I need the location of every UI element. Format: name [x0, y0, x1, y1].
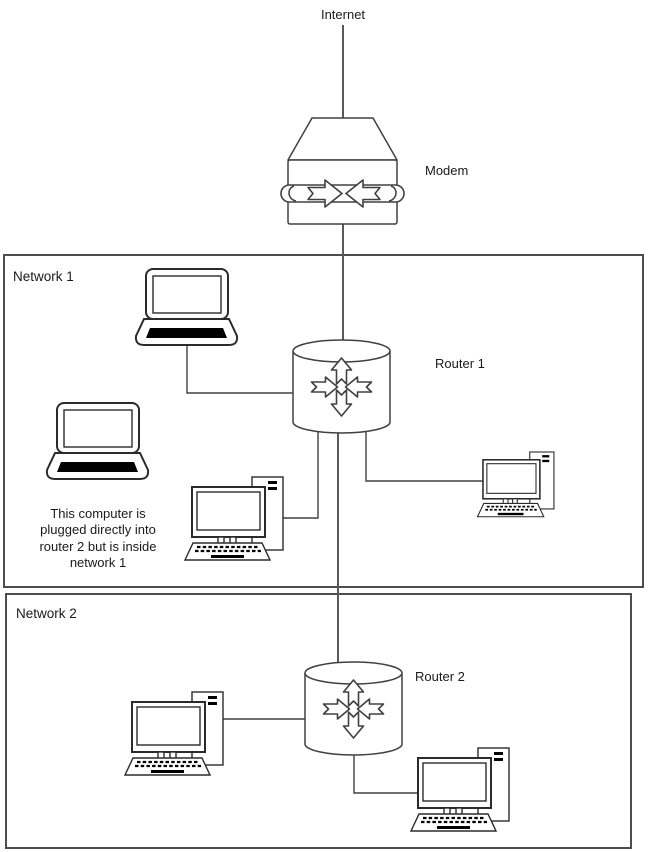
annotation-line: This computer is: [50, 506, 146, 521]
network-2-label: Network 2: [16, 606, 77, 621]
annotation-text: This computer is plugged directly into r…: [39, 506, 156, 570]
annotation-line: router 2 but is inside: [39, 539, 156, 554]
connector-desktop2-router1: [365, 430, 484, 482]
internet-label: Internet: [321, 7, 365, 22]
connector-router2-desktop4: [353, 750, 419, 794]
desktop-1-icon: [183, 475, 285, 562]
router-1-label: Router 1: [435, 356, 485, 371]
annotation-line: network 1: [70, 555, 126, 570]
router-1-shape: [293, 340, 390, 433]
connector-desktop1-router1: [282, 430, 319, 519]
laptop-1-icon: [134, 268, 239, 346]
modem-shape: [280, 117, 405, 225]
annotation-line: plugged directly into: [40, 522, 156, 537]
router-2-label: Router 2: [415, 669, 465, 684]
modem-label: Modem: [425, 163, 468, 178]
network-1-label: Network 1: [13, 269, 74, 284]
desktop-2-icon: [476, 451, 555, 518]
laptop-2-icon: [45, 402, 150, 480]
desktop-4-icon: [409, 746, 511, 833]
network-1-box: [3, 254, 644, 588]
router-2-shape: [305, 662, 402, 755]
network-2-box: [5, 593, 632, 849]
modem-arrows-glyph: [280, 179, 405, 208]
connector-laptop1-router1: [186, 344, 294, 394]
desktop-3-icon: [123, 690, 225, 777]
